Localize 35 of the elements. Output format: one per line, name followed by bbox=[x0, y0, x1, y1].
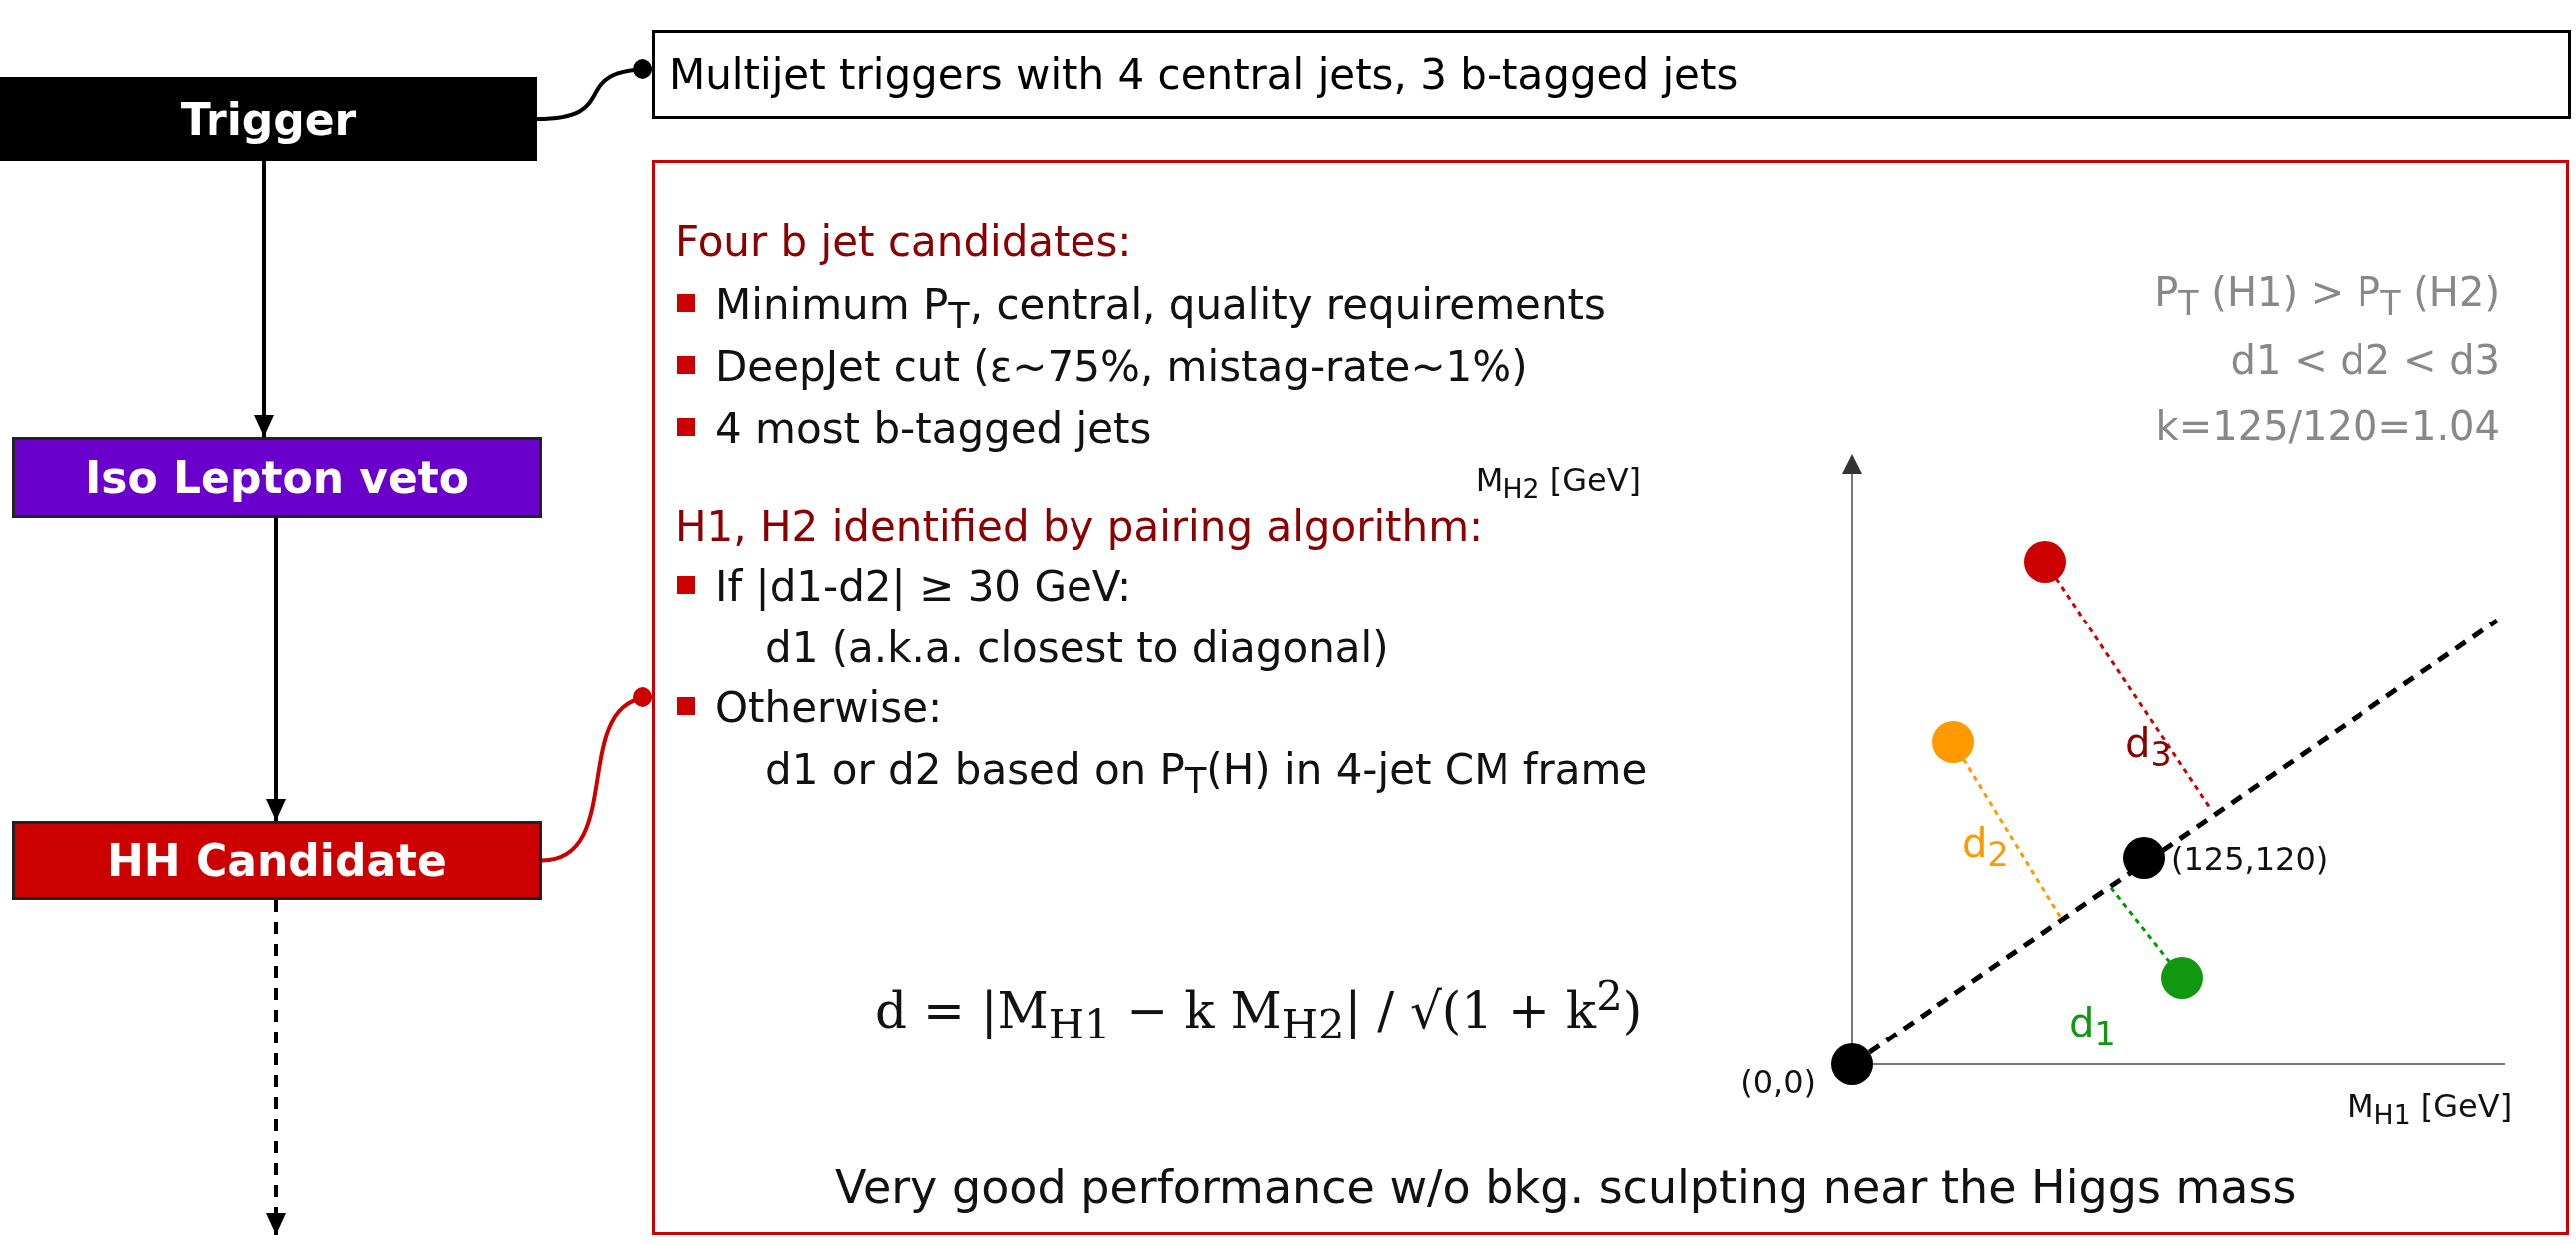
arrow bbox=[254, 161, 274, 437]
bullet-text: Minimum P$_{T}$, central, quality requirements bbox=[715, 280, 1606, 337]
connector bbox=[536, 59, 653, 121]
note-box bbox=[652, 30, 2571, 119]
box-label: Trigger bbox=[180, 93, 357, 145]
arrow bbox=[266, 900, 286, 1235]
summary-text: Very good performance w/o bkg. sculpting near the Higgs mass bbox=[835, 1160, 2297, 1214]
axis-label: M$_{H1}$ [GeV] bbox=[2347, 1087, 2513, 1131]
note-text: Multijet triggers with 4 central jets, 3 b-tagged jets bbox=[669, 50, 1739, 99]
condition-text: d1 < d2 < d3 bbox=[2230, 337, 2500, 383]
bullet-text: If |d1-d2| ≥ 30 GeV: bbox=[715, 562, 1132, 611]
bullet-text: DeepJet cut (ε~75%, mistag-rate~1%) bbox=[715, 342, 1528, 391]
bullet-text: d1 (a.k.a. closest to diagonal) bbox=[765, 623, 1389, 672]
point-label: (125,120) bbox=[2171, 840, 2329, 878]
condition-text: P$_{T}$ (H1) > P$_{T}$ (H2) bbox=[2154, 269, 2500, 323]
bullet-text: Otherwise: bbox=[715, 683, 943, 732]
box-label: HH Candidate bbox=[107, 835, 447, 886]
bullet-text: 4 most b-tagged jets bbox=[715, 404, 1152, 453]
trigger-box bbox=[0, 77, 537, 161]
bullet-text: d1 or d2 based on P$_{T}$(H) in 4-jet CM frame bbox=[765, 745, 1648, 802]
section-heading: H1, H2 identified by pairing algorithm: bbox=[675, 502, 1484, 551]
section-heading: Four b jet candidates: bbox=[675, 217, 1132, 266]
distance-label: d$_{1}$ bbox=[2069, 1000, 2116, 1053]
arrow bbox=[266, 518, 286, 821]
distance-label: d$_{3}$ bbox=[2125, 720, 2172, 774]
distance-label: d$_{2}$ bbox=[1962, 820, 2009, 874]
process-box bbox=[12, 821, 542, 900]
condition-text: k=125/120=1.04 bbox=[2155, 403, 2500, 449]
box-label: Iso Lepton veto bbox=[84, 452, 470, 503]
details-panel bbox=[652, 160, 2569, 1235]
process-box bbox=[12, 437, 542, 518]
axis-label: M$_{H2}$ [GeV] bbox=[1475, 461, 1641, 505]
point-label: (0,0) bbox=[1740, 1063, 1816, 1101]
connector bbox=[541, 688, 653, 863]
formula: d = |M$_{H1}$ − k M$_{H2}$| / √(1 + k$^{2}$) bbox=[875, 971, 1643, 1048]
